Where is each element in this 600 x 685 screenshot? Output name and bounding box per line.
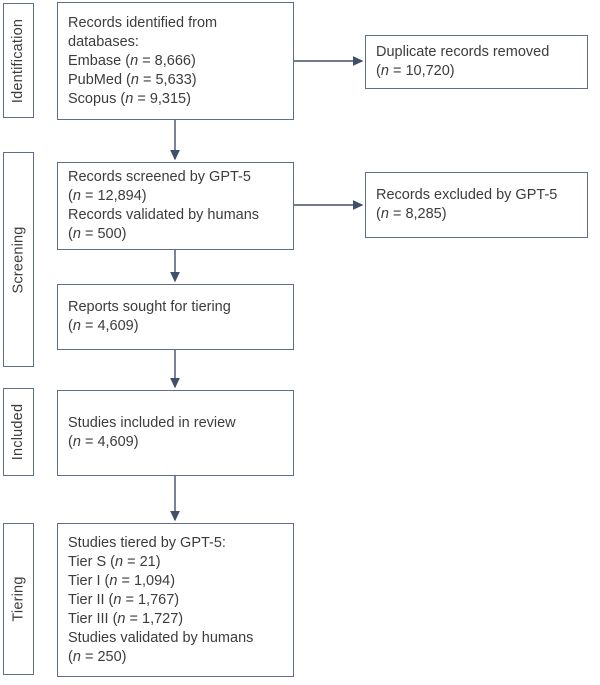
box-text-line: (n = 4,609) — [68, 318, 139, 334]
box-text-line: Reports sought for tiering — [68, 299, 231, 315]
box-text-line: Studies validated by humans — [68, 629, 254, 646]
box-text-line: Studies included in review — [68, 415, 236, 431]
box-text-line: Tier II (n = 1,767) — [68, 591, 180, 608]
box-records-excluded: Records excluded by GPT-5 (n = 8,285) — [365, 172, 588, 238]
stage-label-text: Tiering — [10, 576, 27, 622]
box-records-screened: Records screened by GPT-5 (n = 12,894) Rec… — [57, 162, 294, 250]
box-text-line: Studies tiered by GPT-5: — [68, 534, 226, 551]
box-text-line: (n = 500) — [68, 226, 127, 242]
box-studies-included: Studies included in review (n = 4,609) — [57, 390, 294, 476]
box-text-line: Tier I (n = 1,094) — [68, 572, 176, 589]
box-duplicate-records-removed: Duplicate records removed (n = 10,720) — [365, 35, 588, 89]
box-text-line: Records identified from — [68, 14, 218, 31]
box-text-line: (n = 8,285) — [376, 206, 447, 222]
stage-label-text: Screening — [10, 225, 27, 294]
box-text-line: (n = 12,894) — [68, 188, 147, 204]
stage-label-identification: Identification — [3, 3, 34, 118]
stage-label-included: Included — [3, 388, 34, 476]
box-text-line: Records validated by humans — [68, 207, 260, 223]
box-text-line: PubMed (n = 5,633) — [68, 71, 197, 88]
stage-label-text: Identification — [10, 18, 27, 103]
box-records-identified: Records identified from databases: Embase … — [57, 2, 294, 120]
box-text-line: Scopus (n = 9,315) — [68, 90, 191, 107]
stage-label-screening: Screening — [3, 152, 34, 367]
box-text-line: (n = 4,609) — [68, 434, 139, 450]
box-text-line: (n = 250) — [68, 648, 127, 665]
box-text-line: Records excluded by GPT-5 — [376, 187, 558, 203]
box-text-line: (n = 10,720) — [376, 63, 455, 79]
box-text-line: Tier III (n = 1,727) — [68, 610, 184, 627]
box-text-line: Embase (n = 8,666) — [68, 52, 196, 69]
box-studies-tiered: Studies tiered by GPT-5: Tier S (n = 21) T… — [57, 523, 294, 677]
box-text-line: databases: — [68, 33, 139, 50]
box-text-line: Records screened by GPT-5 — [68, 169, 251, 185]
stage-label-tiering: Tiering — [3, 523, 34, 675]
box-reports-sought: Reports sought for tiering (n = 4,609) — [57, 284, 294, 350]
box-text-line: Tier S (n = 21) — [68, 553, 161, 570]
stage-label-text: Included — [10, 403, 27, 461]
box-text-line: Duplicate records removed — [376, 44, 550, 60]
